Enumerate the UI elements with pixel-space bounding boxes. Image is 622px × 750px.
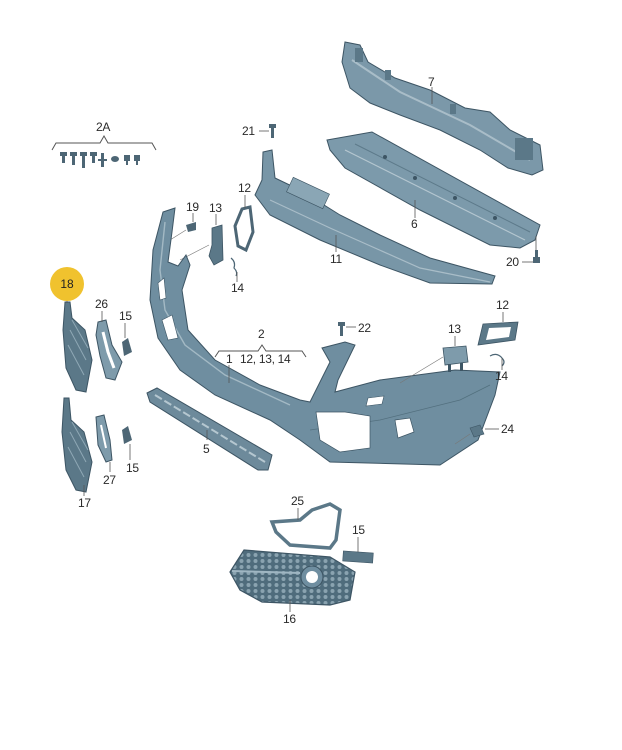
label-12-13-14[interactable]: 12, 13, 14 [240, 352, 291, 366]
part-24-plug[interactable] [469, 424, 485, 438]
label-11[interactable]: 11 [330, 252, 342, 266]
label-15-upper[interactable]: 15 [119, 309, 132, 323]
leader-13b-b [399, 356, 444, 384]
part-18-grille-left-upper[interactable] [62, 301, 93, 393]
part-15-clip-lower[interactable] [122, 426, 132, 444]
label-15-lower[interactable]: 15 [126, 461, 139, 475]
part-16-fog-light-grille[interactable] [229, 549, 356, 606]
part-2A-fastener-set[interactable] [60, 152, 140, 168]
label-18-text: 18 [60, 277, 74, 291]
part-5-lower-grille-strip[interactable] [146, 387, 273, 471]
label-14-left[interactable]: 14 [231, 281, 244, 295]
label-5[interactable]: 5 [203, 442, 210, 456]
part-12-trim-frame-left[interactable] [233, 205, 255, 253]
label-2A[interactable]: 2A [96, 120, 111, 134]
part-7-bumper-reinforcement[interactable] [341, 41, 544, 176]
label-26[interactable]: 26 [95, 297, 108, 311]
bracket-2A [51, 134, 157, 151]
part-19-clip[interactable] [186, 222, 196, 232]
part-6-lower-cover[interactable] [326, 131, 541, 249]
label-20[interactable]: 20 [506, 255, 519, 269]
label-24[interactable]: 24 [501, 422, 514, 436]
part-22-screw[interactable] [338, 322, 345, 336]
label-18-highlighted[interactable]: 18 [50, 267, 84, 301]
label-7[interactable]: 7 [428, 75, 435, 89]
part-15-clip-upper[interactable] [122, 338, 132, 356]
label-19[interactable]: 19 [186, 200, 199, 214]
label-13-left[interactable]: 13 [209, 201, 222, 215]
leader-19b [169, 229, 187, 241]
label-2[interactable]: 2 [258, 327, 265, 341]
label-12-left[interactable]: 12 [238, 181, 251, 195]
label-13-right[interactable]: 13 [448, 322, 461, 336]
part-21-screw[interactable] [269, 124, 276, 138]
part-12-trim-frame-right[interactable] [477, 321, 519, 346]
label-12-right[interactable]: 12 [496, 298, 509, 312]
part-13-bracket-right[interactable] [442, 345, 469, 372]
part-20-screw[interactable] [533, 250, 540, 263]
part-11-air-guide[interactable] [254, 149, 496, 285]
part-14-clip-left[interactable] [230, 257, 238, 277]
label-21[interactable]: 21 [242, 124, 255, 138]
leader-24b [454, 433, 471, 445]
label-6[interactable]: 6 [411, 217, 418, 231]
part-27-bracket-lower[interactable] [95, 414, 113, 463]
part-25-grille-frame[interactable] [269, 502, 342, 550]
part-13-bracket-left[interactable] [208, 224, 224, 266]
label-17[interactable]: 17 [78, 496, 91, 510]
label-14-right[interactable]: 14 [495, 369, 508, 383]
part-1-bumper-cover[interactable] [149, 207, 501, 466]
label-1[interactable]: 1 [226, 352, 233, 366]
label-25[interactable]: 25 [291, 494, 304, 508]
part-26-bracket-upper[interactable] [95, 319, 123, 381]
label-15-grille[interactable]: 15 [352, 523, 365, 537]
label-22[interactable]: 22 [358, 321, 371, 335]
part-15-grille-clip[interactable] [342, 550, 374, 564]
bracket-2 [214, 344, 307, 358]
label-27[interactable]: 27 [103, 473, 116, 487]
label-16[interactable]: 16 [283, 612, 296, 626]
part-17-grille-left-lower[interactable] [61, 397, 93, 493]
